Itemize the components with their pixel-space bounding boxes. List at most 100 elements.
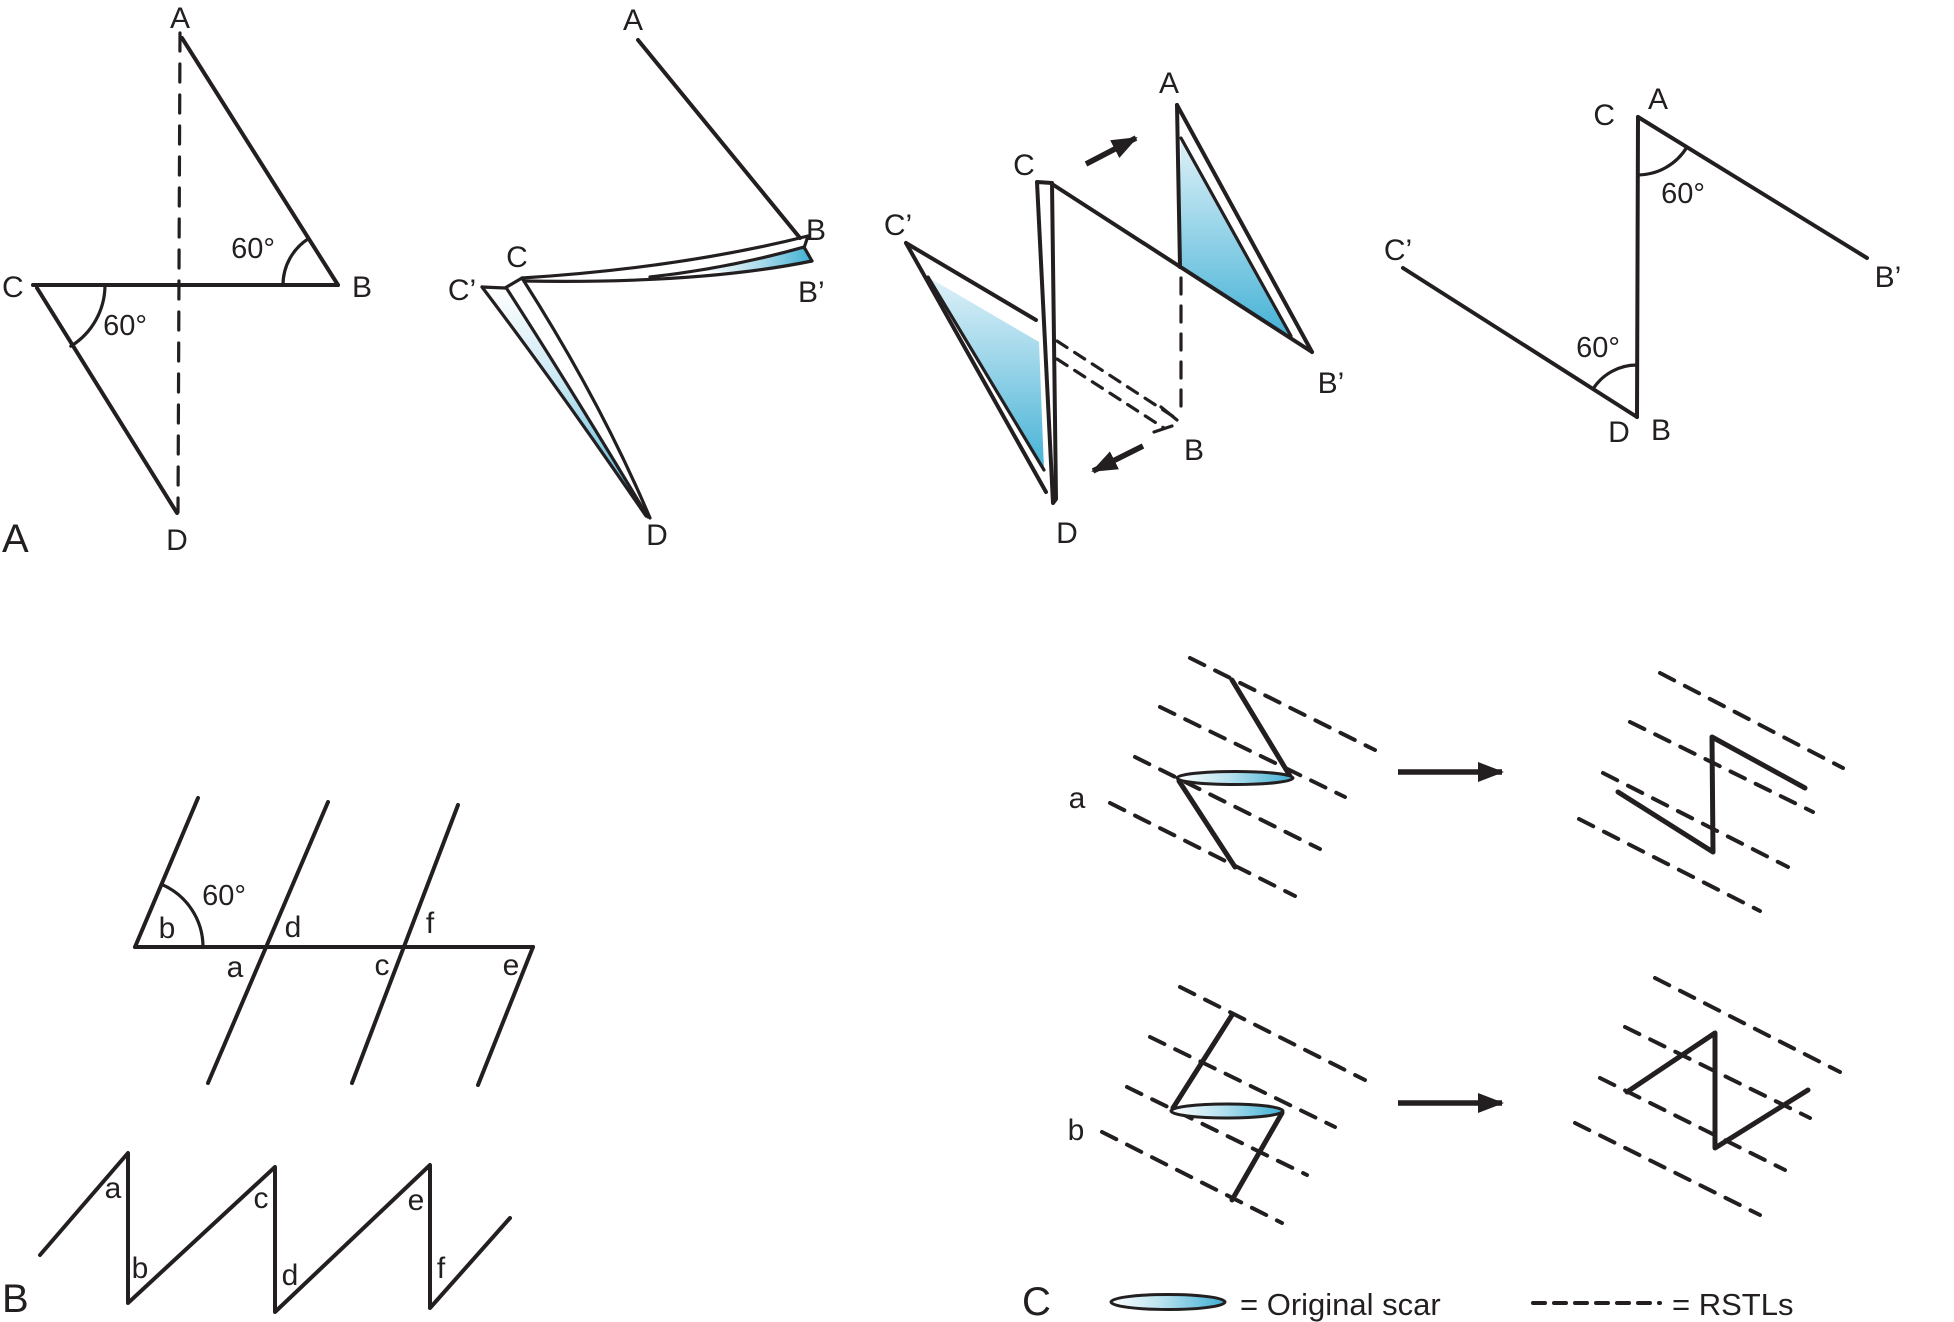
panel-c-label: C [1022, 1280, 1051, 1322]
design-label-d: d [285, 911, 302, 944]
panel-c-legend: = Original scar = RSTLs [1109, 1287, 1793, 1322]
step4-angle-top-label: 60° [1661, 178, 1705, 210]
step3-left-flap-inner-edge [904, 241, 1038, 322]
step4-angle-arc-bottom [1591, 363, 1639, 391]
step3-incision-c-bprime [1050, 182, 1314, 354]
step2-upper-flap-mid-edge [648, 245, 806, 279]
step2-point-c-label: C [506, 241, 528, 274]
step3-point-d-label: D [1056, 517, 1078, 550]
step4-point-b-label: B [1651, 414, 1671, 447]
zigzag-label-f: f [437, 1252, 446, 1285]
step2-lower-flap-mid-edge [505, 287, 650, 519]
step1-angle-arc-b [281, 236, 311, 287]
step4-point-c-label: C [1593, 99, 1615, 132]
panel-b: 60° b d f a c e a b c d e f B [2, 796, 535, 1321]
step2-upper-flap-top-edge [520, 234, 810, 280]
step3-right-flap-vertical-edge [1175, 103, 1182, 269]
step3-dashed-tip-1 [1159, 405, 1179, 422]
step2-lower-flap-inner-edge [520, 276, 652, 520]
step3-right-flap-inner-edge [1179, 136, 1293, 338]
design-diagonal-3 [350, 803, 460, 1085]
row-a-result-rstl-lines [1577, 671, 1845, 913]
step3-left-flap-blue-edge [926, 275, 1046, 472]
panel-b-label: B [2, 1277, 29, 1321]
step3-point-a-label: A [1159, 67, 1179, 100]
design-label-f: f [426, 907, 435, 940]
step2-lower-flap-outer-edge [480, 285, 648, 518]
panel-a-step4: C A B’ C’ D B 60° 60° [1384, 83, 1902, 449]
design-label-c: c [375, 949, 390, 982]
row-b-limb-top [1170, 1012, 1235, 1111]
row-a-label: a [1069, 782, 1086, 815]
panel-c: a b [1022, 656, 1845, 1322]
step1-limb-cd [35, 286, 179, 515]
step3-dashed-diag-2 [1055, 357, 1166, 430]
design-label-a: a [227, 951, 244, 984]
step3-arrow-down-icon [1091, 443, 1145, 474]
step2-point-b-label: B [806, 214, 826, 247]
legend-scar-icon [1109, 1293, 1227, 1311]
step3-dashed-tip-2 [1152, 424, 1174, 434]
row-b-result-z-line [1624, 1030, 1811, 1151]
step4-point-cprime-label: C’ [1384, 234, 1412, 267]
zigzag-label-c: c [254, 1182, 269, 1215]
row-a-scar-ellipse [1175, 770, 1295, 786]
step4-point-d-label: D [1608, 416, 1630, 449]
step1-angle-arc-c [69, 283, 107, 348]
step1-angle-b-label: 60° [231, 233, 275, 265]
step4-limb-bottom [1401, 266, 1639, 419]
design-angle-label: 60° [202, 880, 246, 912]
row-b-rstl-lines [1100, 985, 1367, 1225]
panel-a-label: A [2, 517, 29, 561]
step1-point-a-label: A [170, 2, 190, 35]
step2-limb-ab [636, 38, 802, 240]
step3-dashed-diag-1 [1055, 339, 1176, 419]
panel-c-row-a-before: a [1069, 656, 1377, 898]
row-b-label: b [1068, 1114, 1085, 1147]
step4-angle-arc-top [1636, 145, 1689, 177]
row-a-result-z-line [1615, 734, 1808, 855]
step3-point-cprime-label: C’ [884, 209, 912, 242]
row-b-limb-bottom [1229, 1110, 1285, 1203]
design-label-e: e [503, 949, 520, 982]
step3-left-flap-outer-edge [904, 241, 1048, 494]
step2-point-cprime-label: C’ [448, 274, 476, 307]
row-a-limb-bottom [1176, 778, 1238, 870]
step2-cprime-edge [480, 285, 507, 290]
step3-central-strip [1035, 180, 1058, 505]
row-a-limb-top [1229, 677, 1293, 779]
panel-a-step2: A B B’ C C’ D [448, 4, 826, 552]
step2-point-d-label: D [646, 519, 668, 552]
step1-point-b-label: B [352, 271, 372, 304]
zigzag-label-b: b [132, 1252, 149, 1285]
step2-point-bprime-label: B’ [798, 276, 825, 309]
step4-central-limb [1635, 115, 1640, 419]
design-angle-arc [160, 882, 205, 949]
design-diagonal-2 [206, 800, 330, 1085]
step3-point-c-label: C [1013, 149, 1035, 182]
panel-c-row-b-before: b [1068, 985, 1367, 1225]
legend-scar-label: = Original scar [1240, 1287, 1441, 1322]
step1-dashed-axis-ad [176, 31, 182, 514]
step4-point-bprime-label: B’ [1875, 261, 1902, 294]
step3-point-b-label: B [1184, 434, 1204, 467]
step1-point-d-label: D [166, 524, 188, 557]
step1-point-c-label: C [2, 271, 24, 304]
zigzag-label-e: e [408, 1184, 425, 1217]
step4-point-a-label: A [1648, 83, 1668, 116]
step3-arrow-up-icon [1084, 135, 1138, 167]
panel-a-step3: A C C’ B’ B D [884, 67, 1345, 550]
panel-a: A B C D 60° 60° A B B’ C [2, 2, 1901, 561]
design-diagonal-4 [476, 945, 535, 1087]
step2-point-a-label: A [623, 4, 643, 37]
row-b-result-rstl-lines [1573, 976, 1842, 1217]
panel-c-row-b-after [1573, 976, 1842, 1217]
design-label-b: b [159, 912, 176, 945]
step3-point-bprime-label: B’ [1318, 367, 1345, 400]
panel-b-design: 60° b d f a c e [133, 796, 535, 1087]
zigzag-label-d: d [282, 1259, 299, 1292]
step3-right-flap-outer-edge [1175, 103, 1314, 354]
step1-limb-ab [180, 36, 340, 287]
